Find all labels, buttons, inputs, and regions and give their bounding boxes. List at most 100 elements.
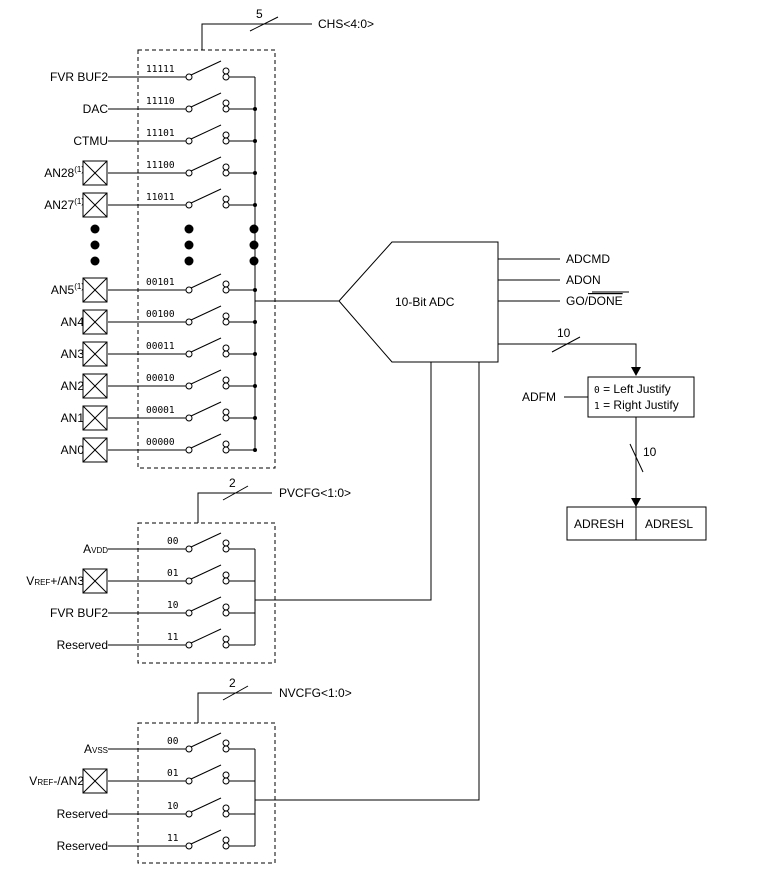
nvcfg-bus-label: NVCFG<1:0> [279,686,352,700]
select-code: 11 [167,632,179,643]
switch-contact [222,105,230,113]
input-label: Reserved [57,638,108,652]
mux-input-row: AN2 00010 [61,369,257,399]
switch-contact [185,446,193,454]
switch-contact [222,842,230,850]
switch-arm [190,732,222,748]
switch-arm [190,532,222,548]
channel-mux: 5 CHS<4:0> FVR BUF211111DAC11110CTMU1110… [44,7,374,469]
neg-ref-to-adc [255,362,480,801]
adc-shape [338,241,499,363]
go-done-label: GO/DONE [566,294,623,308]
adcmd-label: ADCMD [566,252,610,266]
chs-bus-width: 5 [256,7,263,21]
switch-arm [190,564,222,580]
input-label: AN4 [61,315,85,329]
input-label: FVR BUF2 [50,70,108,84]
adc-block: 10-Bit ADC ADCMD ADON GO/DONE 10 [338,241,641,376]
switch-contact [222,545,230,553]
result-registers: ADRESH ADRESL [566,506,707,541]
adfm-label: ADFM [522,390,556,404]
switch-arm [190,369,222,385]
input-label: Reserved [57,807,108,821]
switch-arm [190,60,222,76]
mux-input-row: Reserved 11 [57,628,255,652]
switch-contact [185,545,193,553]
mux-input-row: AN5(1)00101 [51,273,257,303]
switch-contact [185,105,193,113]
switch-arm [190,337,222,353]
adc-output-bus [498,343,637,368]
switch-contact [222,382,230,390]
switch-contact [185,286,193,294]
switch-arm [190,156,222,172]
switch-contact [222,641,230,649]
input-label: AVSS [84,742,108,756]
switch-contact [185,745,193,753]
select-code: 00101 [146,277,175,288]
switch-contact [222,137,230,145]
input-label: AVDD [83,542,108,556]
channel-mux-box [137,49,276,469]
mux-input-row: AN28(1)11100 [44,156,257,186]
nvcfg-bus-line [197,692,272,723]
format-opt1: 1 = Right Justify [594,398,679,412]
switch-arm [190,596,222,612]
switch-arm [190,433,222,449]
select-code: 00010 [146,373,175,384]
switch-contact [222,286,230,294]
input-label: VREF-/AN2 [29,774,84,788]
switch-contact [185,350,193,358]
switch-contact [185,382,193,390]
pos-ref-mux-box [137,522,276,664]
input-label: CTMU [73,134,108,148]
select-code: 10 [167,801,179,812]
ellipsis-dots [90,224,259,266]
mux-input-row: Reserved 10 [57,797,255,821]
select-code: 00011 [146,341,175,352]
nvcfg-bus-width: 2 [229,676,236,690]
switch-contact [222,745,230,753]
input-label: AN2 [61,379,85,393]
pvcfg-bus-line [197,492,272,523]
adc-output-slash [551,336,581,353]
input-label: AN1 [61,411,85,425]
adc-output-width: 10 [557,326,571,340]
switch-arm [190,829,222,845]
input-label: AN28(1) [44,165,84,180]
adresl-label: ADRESL [645,517,693,531]
switch-contact [185,137,193,145]
adc-output-arrow [631,367,641,376]
switch-contact [185,777,193,785]
input-label: FVR BUF2 [50,606,108,620]
switch-contact [222,777,230,785]
switch-contact [222,414,230,422]
format-output-width: 10 [643,445,657,459]
input-label: AN27(1) [44,197,84,212]
format-output-slash [629,443,644,473]
switch-arm [190,401,222,417]
mux-input-row: FVR BUF2 11111 [50,60,255,84]
switch-contact [185,318,193,326]
mux-input-row: AN3 00011 [61,337,257,367]
switch-contact [185,609,193,617]
input-label: Reserved [57,839,108,853]
select-code: 00001 [146,405,175,416]
pvcfg-bus-label: PVCFG<1:0> [279,486,351,500]
input-label: AN3 [61,347,85,361]
switch-contact [185,577,193,585]
pvcfg-bus-width: 2 [229,476,236,490]
switch-arm [190,124,222,140]
switch-arm [190,273,222,289]
switch-arm [190,797,222,813]
input-label: VREF+/AN3 [26,574,84,588]
format-opt0: 0 = Left Justify [594,382,671,396]
select-code: 11111 [146,64,175,75]
